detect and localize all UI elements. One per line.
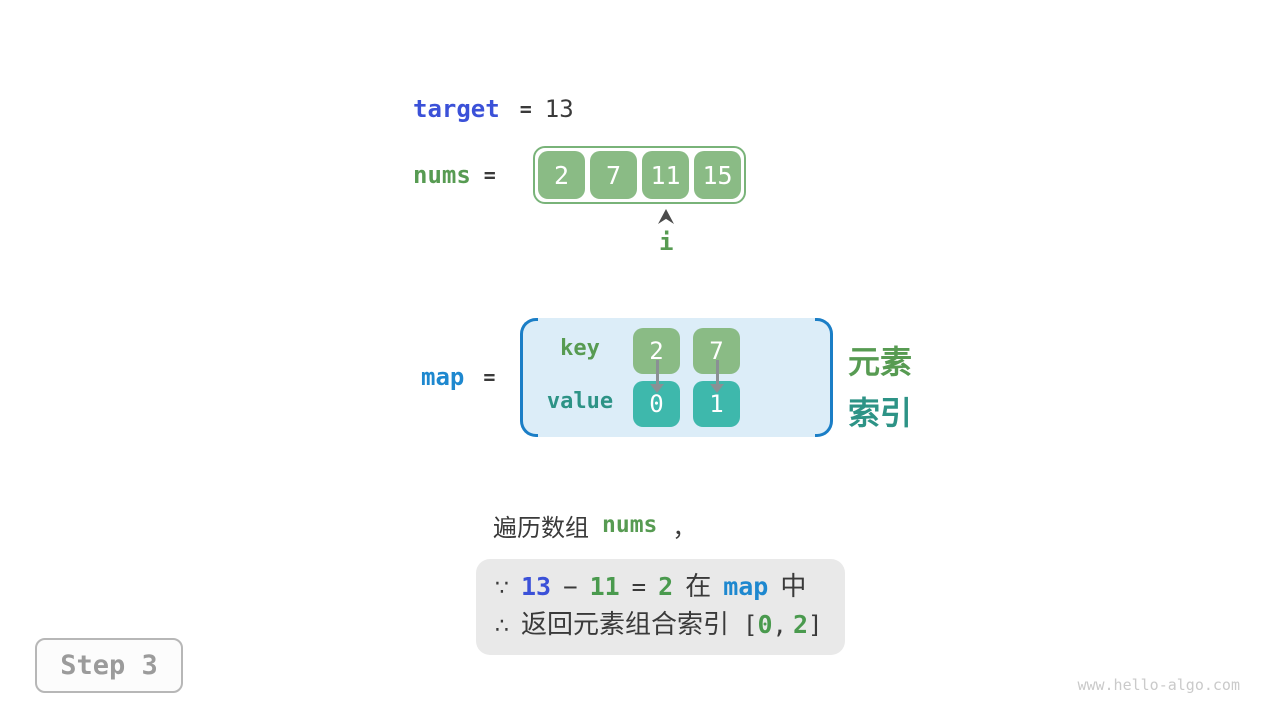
map-code-token: map (723, 572, 769, 601)
result-index-1: 0 (757, 610, 773, 639)
map-side-label-index: 索引 (848, 395, 913, 431)
caption-text-after: ， (672, 514, 697, 542)
conclusion-text: 返回元素组合索引 (521, 609, 730, 639)
equals-sign: = (631, 573, 647, 601)
map-variable: map (421, 363, 465, 391)
conclusion-line-2: ∴ 返回元素组合索引 [ 0 , 2 ] (495, 608, 823, 642)
comma: , (772, 611, 787, 639)
close-bracket: ] (808, 611, 823, 639)
target-equals: = (519, 97, 532, 121)
nums-label-line: nums = (413, 160, 496, 190)
target-line: target = 13 (413, 94, 574, 124)
nums-variable: nums (413, 161, 471, 189)
map-key-row-label: key (560, 336, 600, 361)
caption-nums-code: nums (602, 512, 658, 538)
map-label-line: map = (421, 362, 495, 392)
result-index-2: 2 (792, 610, 809, 639)
target-variable: target (413, 95, 500, 123)
nums-array: 2 7 11 15 (533, 146, 746, 204)
minus-sign: − (563, 573, 578, 601)
map-key-cell: 2 (633, 328, 680, 374)
key-to-value-arrow-icon (709, 360, 725, 393)
in-word: 在 (685, 571, 712, 601)
watermark: www.hello-algo.com (1077, 676, 1240, 694)
key-to-value-arrow-icon (649, 360, 665, 393)
conclusion-box: ∵ 13 − 11 = 2 在 map 中 ∴ 返回元素组合索引 [ 0 , 2… (476, 559, 845, 655)
target-value-token: 13 (521, 572, 552, 601)
map-bracket-right (815, 318, 833, 437)
nums-array-cell: 15 (694, 151, 741, 199)
current-element-token: 11 (589, 572, 620, 601)
difference-token: 2 (658, 572, 674, 601)
map-side-label-element: 元素 (848, 344, 913, 380)
open-bracket: [ (743, 611, 758, 639)
index-pointer-arrow-icon (658, 209, 674, 224)
suffix-word: 中 (780, 571, 807, 601)
map-value-row-label: value (546, 389, 614, 414)
step-badge: Step 3 (35, 638, 183, 693)
map-bracket-left (520, 318, 538, 437)
map-key-cell: 7 (693, 328, 740, 374)
because-symbol: ∵ (495, 575, 509, 600)
map-equals: = (483, 365, 496, 389)
index-pointer-label: i (659, 228, 674, 256)
therefore-symbol: ∴ (495, 613, 509, 638)
nums-equals: = (483, 163, 496, 187)
nums-array-cell: 11 (642, 151, 689, 199)
caption-text-before: 遍历数组 (493, 514, 589, 542)
caption-line: 遍历数组 nums ， (493, 510, 697, 542)
map-container: key value 2 7 0 1 (520, 318, 833, 437)
nums-array-cell: 2 (538, 151, 585, 199)
conclusion-line-1: ∵ 13 − 11 = 2 在 map 中 (495, 570, 823, 604)
target-value: 13 (544, 95, 574, 123)
nums-array-cell: 7 (590, 151, 637, 199)
